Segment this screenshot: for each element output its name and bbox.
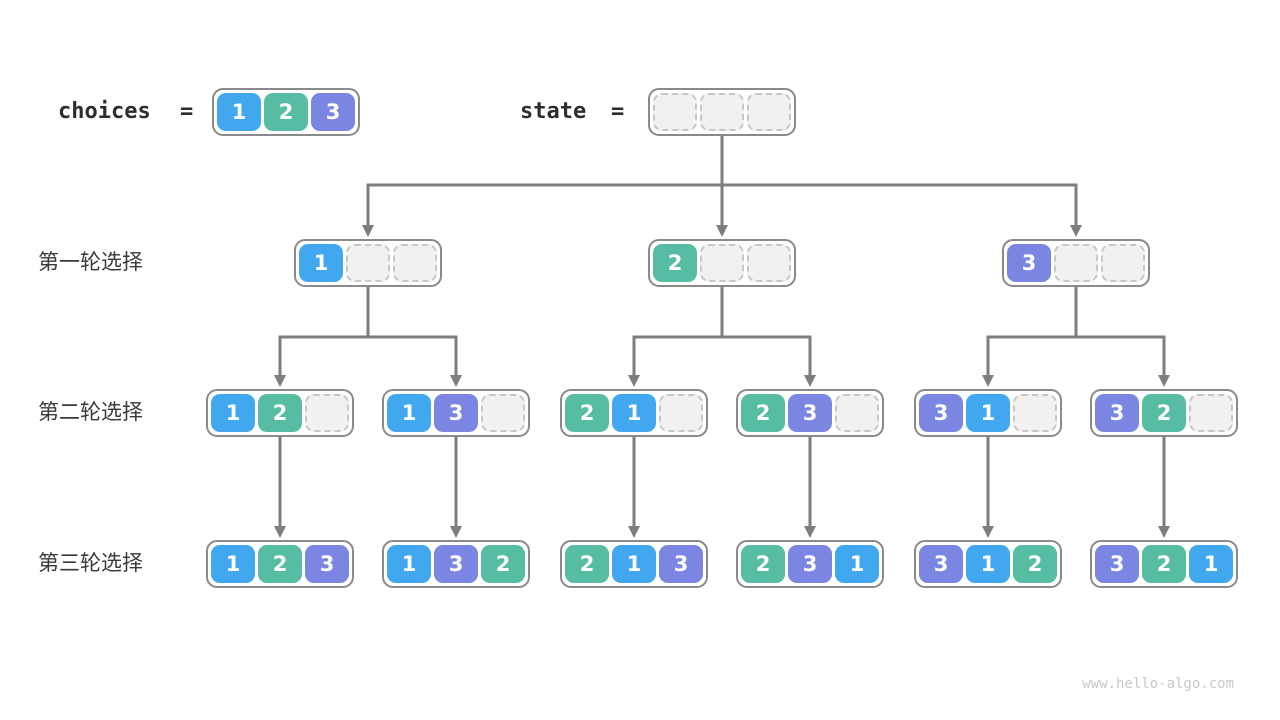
cell-empty [747, 244, 791, 282]
cell-value-1: 1 [835, 545, 879, 583]
cell-value-2: 2 [1142, 394, 1186, 432]
arrowhead-icon [982, 375, 994, 387]
cell-value-3: 3 [919, 545, 963, 583]
arrowhead-icon [1070, 225, 1082, 237]
cell-empty [653, 93, 697, 131]
arrowhead-icon [450, 375, 462, 387]
arrowhead-icon [1158, 526, 1170, 538]
arrowhead-icon [804, 526, 816, 538]
cell-value-2: 2 [258, 545, 302, 583]
cell-value-2: 2 [565, 394, 609, 432]
cell-value-2: 2 [258, 394, 302, 432]
cell-value-3: 3 [305, 545, 349, 583]
watermark: www.hello-algo.com [1082, 676, 1234, 692]
arrowhead-icon [804, 375, 816, 387]
cell-value-1: 1 [387, 394, 431, 432]
cell-value-3: 3 [311, 93, 355, 131]
cell-value-3: 3 [1095, 394, 1139, 432]
cell-value-1: 1 [1189, 545, 1233, 583]
arrowhead-icon [716, 225, 728, 237]
cell-empty [700, 244, 744, 282]
cell-value-1: 1 [387, 545, 431, 583]
cell-empty [659, 394, 703, 432]
cell-value-2: 2 [565, 545, 609, 583]
round-label-2: 第二轮选择 [38, 401, 143, 424]
cell-value-2: 2 [741, 394, 785, 432]
state-label: state [520, 99, 587, 124]
cell-value-3: 3 [788, 394, 832, 432]
cell-value-3: 3 [434, 394, 478, 432]
tree-node-r1-2: 2 [648, 239, 796, 287]
cell-empty [835, 394, 879, 432]
round-label-1: 第一轮选择 [38, 251, 143, 274]
arrowhead-icon [362, 225, 374, 237]
round-label-3: 第三轮选择 [38, 552, 143, 575]
cell-empty [700, 93, 744, 131]
cell-empty [1054, 244, 1098, 282]
arrowhead-icon [274, 375, 286, 387]
cell-value-2: 2 [1013, 545, 1057, 583]
arrowhead-icon [628, 375, 640, 387]
tree-node-r1-3: 3 [1002, 239, 1150, 287]
cell-value-3: 3 [659, 545, 703, 583]
cell-empty [305, 394, 349, 432]
cell-empty [747, 93, 791, 131]
cell-empty [1013, 394, 1057, 432]
cell-empty [393, 244, 437, 282]
cell-value-3: 3 [434, 545, 478, 583]
cell-value-2: 2 [264, 93, 308, 131]
cell-empty [1189, 394, 1233, 432]
cell-value-3: 3 [919, 394, 963, 432]
cell-value-1: 1 [966, 394, 1010, 432]
cell-value-1: 1 [211, 545, 255, 583]
choices-equals-sign: = [180, 99, 194, 124]
cell-value-2: 2 [741, 545, 785, 583]
cell-value-1: 1 [966, 545, 1010, 583]
cell-empty [1101, 244, 1145, 282]
cell-value-3: 3 [788, 545, 832, 583]
arrowhead-icon [450, 526, 462, 538]
cell-value-2: 2 [653, 244, 697, 282]
arrowhead-icon [982, 526, 994, 538]
cell-value-2: 2 [481, 545, 525, 583]
arrowhead-icon [274, 526, 286, 538]
cell-value-2: 2 [1142, 545, 1186, 583]
choices-label: choices [58, 99, 151, 124]
arrowhead-icon [1158, 375, 1170, 387]
cell-value-1: 1 [299, 244, 343, 282]
cell-empty [481, 394, 525, 432]
cell-value-1: 1 [612, 394, 656, 432]
state-equals-sign: = [611, 99, 625, 124]
arrowhead-icon [628, 526, 640, 538]
cell-value-1: 1 [217, 93, 261, 131]
cell-value-1: 1 [211, 394, 255, 432]
cell-value-3: 3 [1095, 545, 1139, 583]
cell-value-3: 3 [1007, 244, 1051, 282]
cell-value-1: 1 [612, 545, 656, 583]
state-array [648, 88, 796, 136]
cell-empty [346, 244, 390, 282]
tree-node-r1-1: 1 [294, 239, 442, 287]
